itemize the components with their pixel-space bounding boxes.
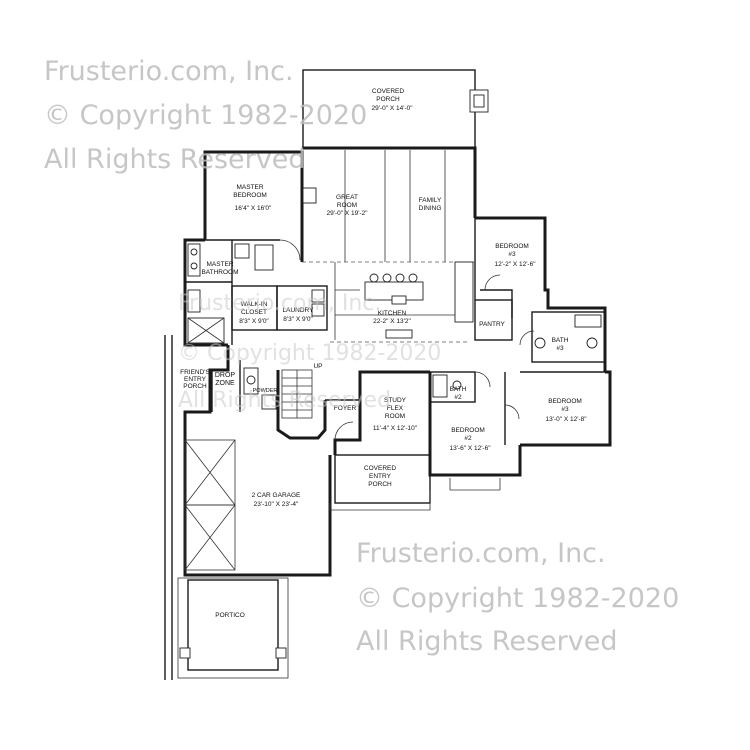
study-label-2: FLEX <box>387 405 404 412</box>
bath-3: BATH #3 <box>519 311 606 363</box>
study-label-3: ROOM <box>385 413 405 420</box>
drop-zone-label-1: DROP <box>215 372 236 379</box>
kitchen: KITCHEN 22-2" X 13'2" <box>330 261 474 343</box>
bedroom-3-top-label-1: BEDROOM <box>495 243 529 250</box>
family-dining-label-1: FAMILY <box>419 197 442 204</box>
covered-porch-dims: 29'-0" X 14'-0" <box>371 105 413 112</box>
family-dining-label-2: DINING <box>419 205 442 212</box>
portico-label: PORTICO <box>215 612 245 619</box>
garage-label: 2 CAR GARAGE <box>252 492 301 499</box>
bath-2-label-2: #2 <box>454 394 462 401</box>
foyer: FOYER <box>325 399 360 441</box>
walk-in-closet: WALK-IN CLOSET 8'3" X 9'0" <box>231 285 278 331</box>
two-car-garage: 2 CAR GARAGE 23'-10" X 23'-4" <box>184 439 301 571</box>
drop-zone-label-2: ZONE <box>215 380 235 387</box>
bedroom-3-right-dims: 13'-0" X 12'-8" <box>545 416 587 423</box>
walk-in-closet-label-2: CLOSET <box>241 309 267 316</box>
bedroom-3-top-dims: 12'-2" X 12'-6" <box>494 261 536 268</box>
study-label-1: STUDY <box>384 397 407 404</box>
bedroom-2-label-1: BEDROOM <box>451 427 485 434</box>
friends-entry-label-1: FRIEND'S <box>180 369 210 376</box>
garage-dims: 23'-10" X 23'-4" <box>254 501 299 508</box>
bath-3-label-2: #3 <box>556 345 564 352</box>
drop-zone-area: FRIEND'S ENTRY PORCH DROP ZONE POWDER <box>164 335 278 680</box>
laundry: LAUNDRY 8'3" X 9'0" <box>276 285 328 331</box>
laundry-label: LAUNDRY <box>283 307 315 314</box>
bath-3-label-1: BATH <box>552 337 569 344</box>
bedroom-2-dims: 13'-6" X 12'-6" <box>449 445 491 452</box>
kitchen-dims: 22-2" X 13'2" <box>373 318 411 325</box>
covered-entry-label-3: PORCH <box>368 481 392 488</box>
walk-in-closet-label-1: WALK-IN <box>241 301 268 308</box>
covered-entry-label-1: COVERED <box>364 465 396 472</box>
bedroom-3-right: BEDROOM #3 13'-0" X 12'-8" <box>520 371 605 423</box>
bedroom-2: BEDROOM #2 13'-6" X 12'-6" <box>449 372 520 452</box>
powder-label: POWDER <box>253 388 278 394</box>
great-room-label-2: ROOM <box>337 202 357 209</box>
bedroom-3-top: BEDROOM #3 12'-2" X 12'-6" <box>474 218 536 318</box>
pantry-label: PANTRY <box>479 321 505 328</box>
walk-in-closet-dims: 8'3" X 9'0" <box>239 318 269 325</box>
study-flex-room: STUDY FLEX ROOM 11'-4" X 12'-10" <box>373 397 418 432</box>
study-dims: 11'-4" X 12'-10" <box>373 425 418 432</box>
kitchen-label: KITCHEN <box>378 310 407 317</box>
bedroom-3-top-label-2: #3 <box>508 251 516 258</box>
covered-porch-label-1: COVERED <box>372 88 404 95</box>
great-room-dims: 29'-0" X 19'-2" <box>326 210 368 217</box>
stairs-up-label: UP <box>313 363 322 370</box>
master-bathroom-label-1: MASTER <box>206 261 233 268</box>
master-bathroom: MASTER BATHROOM <box>185 240 274 345</box>
stairs: UP <box>281 363 323 419</box>
master-bedroom-label-1: MASTER <box>236 184 263 191</box>
friends-entry-label-2: ENTRY <box>184 376 207 383</box>
great-room-label-1: GREAT <box>336 194 358 201</box>
master-bedroom-dims: 16'4" X 16'0" <box>235 205 272 212</box>
bedroom-3-right-label-1: BEDROOM <box>548 398 582 405</box>
bath-2: BATH #2 <box>429 371 491 403</box>
friends-entry-label-3: PORCH <box>183 383 207 390</box>
master-bedroom-label-2: BEDROOM <box>233 192 267 199</box>
bedroom-2-label-2: #2 <box>464 435 472 442</box>
portico: PORTICO <box>177 577 289 679</box>
covered-porch: COVERED PORCH 29'-0" X 14'-0" <box>302 69 489 149</box>
pantry: PANTRY <box>474 299 513 341</box>
exterior-walls <box>183 146 612 577</box>
bedroom-3-right-label-2: #3 <box>561 406 569 413</box>
great-room: GREAT ROOM 29'-0" X 19'-2" FAMILY DINING <box>302 150 475 263</box>
covered-entry-label-2: ENTRY <box>369 473 392 480</box>
bath-2-label-1: BATH <box>450 386 467 393</box>
master-bathroom-label-2: BATHROOM <box>201 269 238 276</box>
laundry-dims: 8'3" X 9'0" <box>283 316 313 323</box>
master-bedroom: MASTER BEDROOM 16'4" X 16'0" <box>205 184 317 261</box>
foyer-label: FOYER <box>334 405 357 412</box>
covered-entry-porch: COVERED ENTRY PORCH <box>329 454 501 511</box>
covered-porch-label-2: PORCH <box>376 96 400 103</box>
